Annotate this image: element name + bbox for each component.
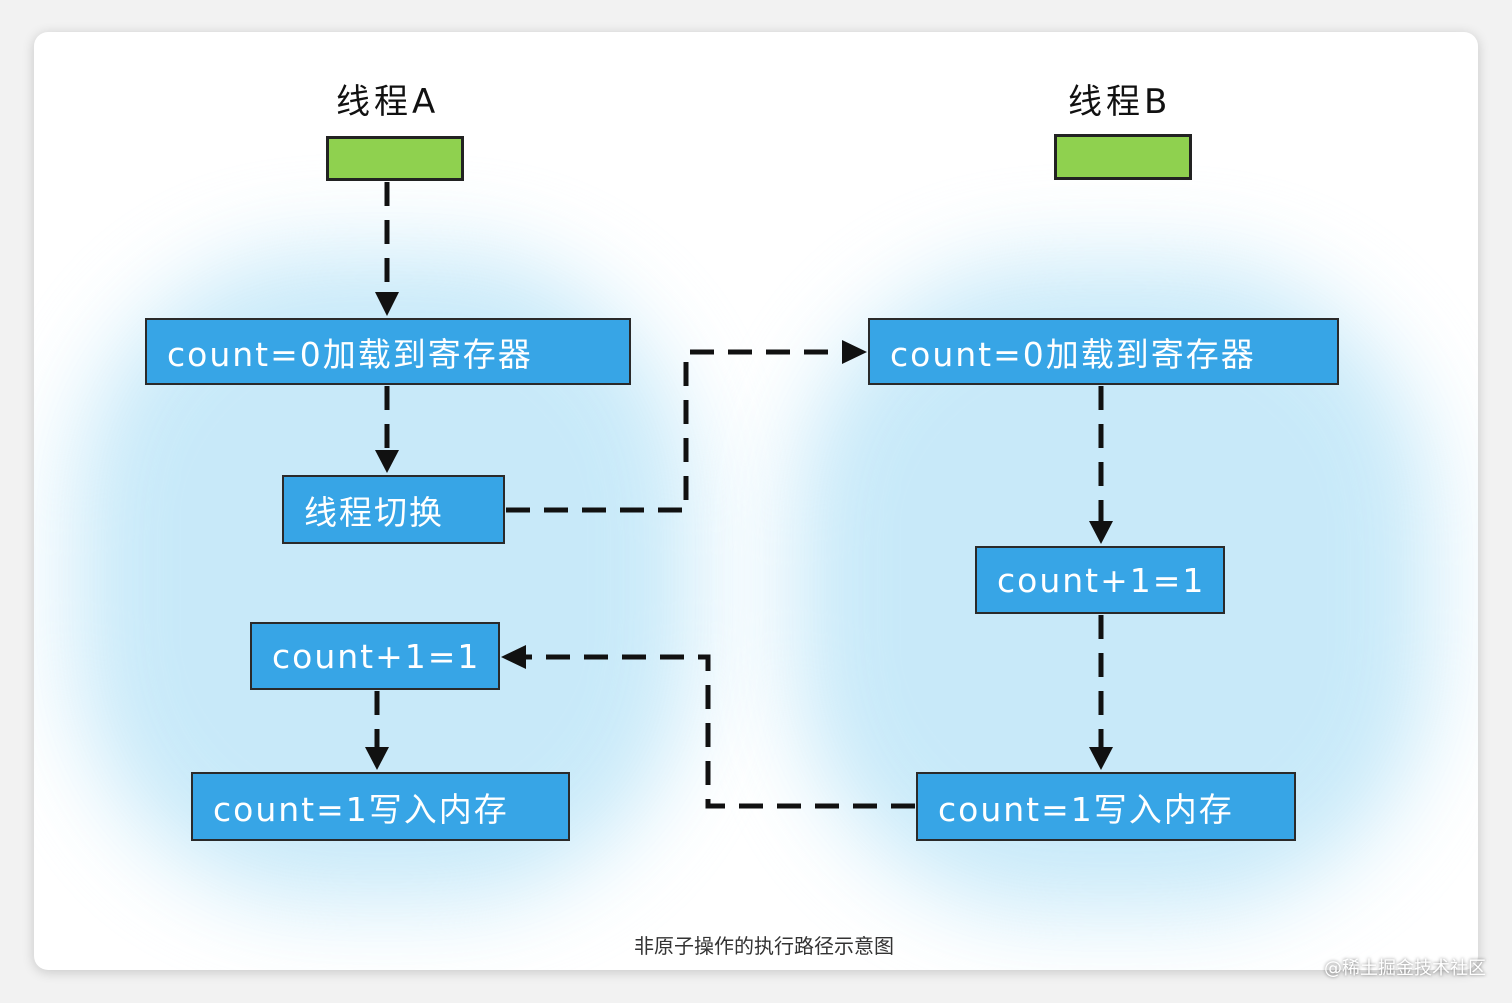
thread-a-increment-box: count+1=1 — [250, 622, 500, 690]
arrowhead-a-increment — [501, 645, 526, 669]
arrow-b-write-to-a-increment — [516, 654, 915, 809]
thread-a-write-box: count=1写入内存 — [191, 772, 570, 841]
diagram-caption: 非原子操作的执行路径示意图 — [634, 934, 894, 958]
arrow-switch-to-b-load — [506, 349, 852, 513]
arrowhead-b-write — [1089, 747, 1113, 770]
thread-b-start-bar — [1054, 134, 1192, 180]
thread-a-start-bar — [326, 136, 464, 181]
diagram-card: 线程A 线程B count=0加载到寄存器 线程切换 count+1=1 cou… — [34, 32, 1478, 970]
thread-b-load-box: count=0加载到寄存器 — [868, 318, 1339, 385]
arrowhead-b-increment — [1089, 521, 1113, 544]
arrowhead-a-switch — [375, 450, 399, 473]
thread-b-increment-box: count+1=1 — [975, 546, 1225, 614]
thread-a-title: 线程A — [336, 82, 440, 122]
arrowhead-b-load — [842, 340, 867, 364]
flow-arrows — [365, 182, 1113, 809]
thread-b-title: 线程B — [1068, 82, 1172, 122]
arrowhead-a-load — [375, 292, 399, 316]
thread-a-switch-box: 线程切换 — [282, 475, 505, 544]
thread-a-load-box: count=0加载到寄存器 — [145, 318, 631, 385]
thread-b-write-box: count=1写入内存 — [916, 772, 1296, 841]
watermark: @稀土掘金技术社区 — [1324, 958, 1486, 979]
arrowhead-a-write — [365, 747, 389, 770]
